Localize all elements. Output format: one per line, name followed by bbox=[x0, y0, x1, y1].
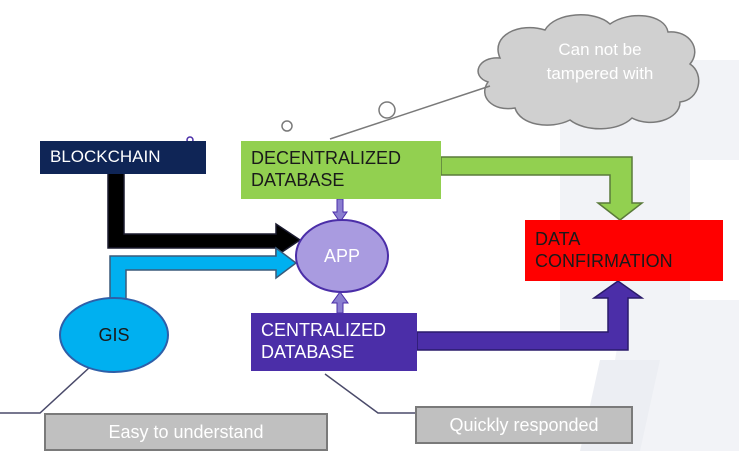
arrow-centralized-to-confirmation bbox=[416, 280, 645, 351]
centralized-label-line2: DATABASE bbox=[261, 342, 355, 362]
data-confirmation-label-line2: CONFIRMATION bbox=[535, 250, 673, 271]
arrow-gis-to-app bbox=[109, 246, 298, 301]
gis-note-connector bbox=[0, 366, 91, 414]
decentralized-label-line2: DATABASE bbox=[251, 170, 345, 190]
decentralized-database-node: DECENTRALIZED DATABASE bbox=[241, 141, 441, 199]
cloud-text-line1: Can not be bbox=[558, 40, 642, 59]
arrow-decentralized-to-app bbox=[332, 198, 348, 223]
centralized-database-node: CENTRALIZED DATABASE bbox=[251, 313, 417, 371]
gis-label: GIS bbox=[98, 324, 130, 345]
app-label: APP bbox=[323, 245, 361, 266]
gis-note-caption: Easy to understand bbox=[44, 413, 328, 451]
gis-node bbox=[59, 297, 169, 373]
arrow-centralized-to-app bbox=[331, 291, 349, 314]
app-node bbox=[295, 219, 389, 293]
centralized-label-line1: CENTRALIZED bbox=[261, 320, 387, 341]
arrow-blockchain-to-app bbox=[107, 171, 302, 258]
blockchain-label: BLOCKCHAIN bbox=[50, 147, 161, 167]
data-confirmation-node: DATA CONFIRMATION bbox=[525, 220, 723, 281]
data-confirmation-label-line1: DATA bbox=[535, 228, 581, 249]
cloud-text-line2: tampered with bbox=[546, 64, 654, 83]
cloud-callout bbox=[281, 14, 700, 140]
arrow-decentralized-to-confirmation bbox=[440, 156, 645, 221]
central-note-connector bbox=[324, 373, 416, 414]
cloud-callout-text: Can not be tampered with bbox=[505, 38, 695, 86]
decentralized-label-line1: DECENTRALIZED bbox=[251, 148, 402, 169]
central-note-caption: Quickly responded bbox=[415, 406, 633, 444]
blockchain-node: BLOCKCHAIN bbox=[40, 141, 206, 174]
